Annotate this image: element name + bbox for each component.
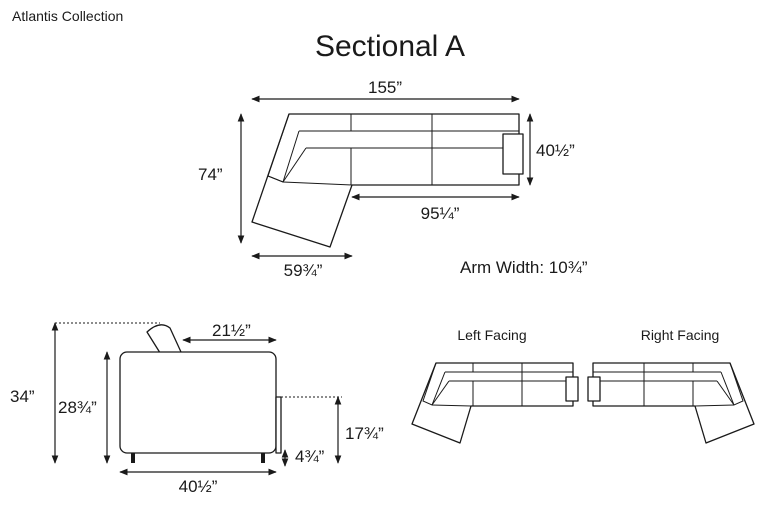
side-view-dimensions: 34” 28¾” 21½” 17¾” 4¾” 40½” — [10, 321, 384, 496]
dim-overall-height: 34” — [10, 387, 35, 406]
side-leg-right — [261, 453, 265, 463]
collection-label: Atlantis Collection — [12, 8, 123, 24]
dim-leg-height: 4¾” — [295, 447, 325, 466]
side-arm-edge — [275, 396, 282, 454]
side-body — [119, 351, 277, 454]
right-facing-sectional — [587, 362, 755, 444]
dim-right-depth: 40½” — [536, 141, 575, 160]
top-view-sectional — [251, 113, 524, 248]
dim-side-depth: 40½” — [179, 477, 218, 496]
left-facing-sectional — [411, 362, 579, 444]
dim-total-width: 155” — [368, 78, 402, 97]
page-title: Sectional A — [315, 30, 465, 63]
right-facing-label: Right Facing — [641, 327, 720, 343]
side-back-cushion — [146, 324, 182, 357]
top-view-dimensions: 155” 74” 40½” 95¼” 59¾” Arm Width: 10¾” — [198, 78, 588, 280]
dim-right-length: 95¼” — [421, 204, 460, 223]
dim-back-depth: 21½” — [212, 321, 251, 340]
dim-total-depth: 74” — [198, 165, 223, 184]
side-leg-left — [131, 453, 135, 463]
left-facing-label: Left Facing — [457, 327, 526, 343]
dim-body-height: 28¾” — [58, 398, 97, 417]
arm-width-label: Arm Width: 10¾” — [460, 258, 588, 277]
side-view-sofa — [119, 324, 282, 463]
dim-chaise-width: 59¾” — [284, 261, 323, 280]
sectional-outline — [251, 113, 520, 248]
dim-seat-height: 17¾” — [345, 424, 384, 443]
arm-pillow — [502, 133, 524, 175]
